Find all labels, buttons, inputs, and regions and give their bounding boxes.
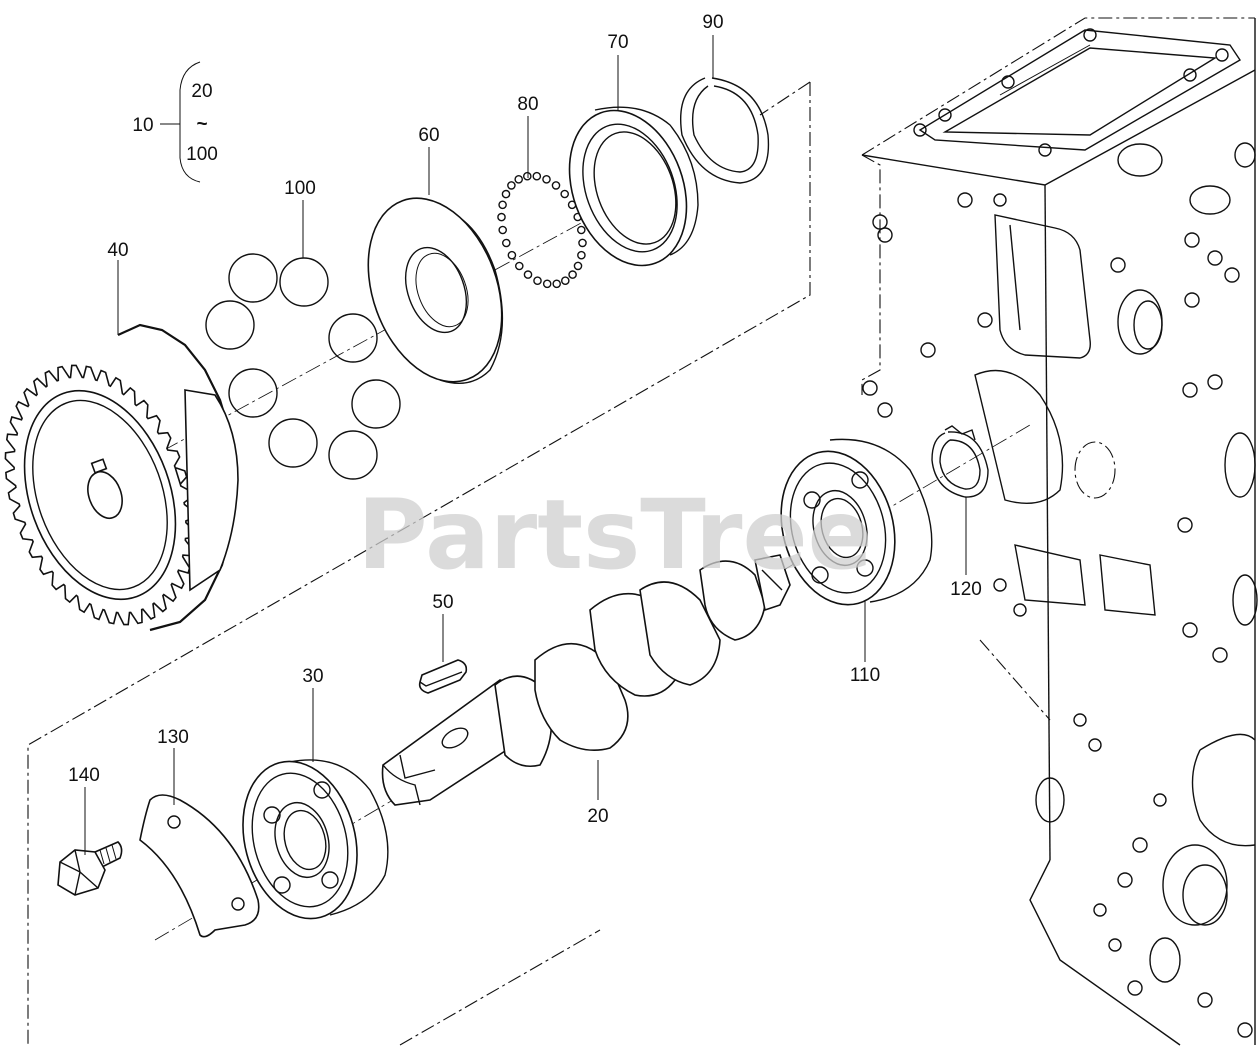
bearing-retainer <box>139 794 260 938</box>
retainer-ball <box>578 238 587 248</box>
hex-bolt <box>57 841 123 896</box>
retainer-ball <box>552 279 562 289</box>
block-holes <box>862 28 1253 1038</box>
retainer-ball <box>501 189 511 199</box>
callout-50: 50 <box>432 592 453 613</box>
retainer-ball <box>568 270 577 279</box>
retainer-ball <box>542 279 552 289</box>
helical-gear <box>4 323 239 632</box>
callout-100: 100 <box>284 178 316 199</box>
retainer-ball <box>523 171 532 181</box>
retainer-ball <box>507 250 517 260</box>
thrust-plate <box>367 197 504 384</box>
callout-110: 110 <box>850 665 880 686</box>
retainer-ball <box>577 225 586 235</box>
bracket-label-top: 20 <box>191 81 212 102</box>
callout-80: 80 <box>517 94 538 115</box>
retainer-ball <box>533 276 542 286</box>
callout-20: 20 <box>587 806 608 827</box>
retainer-ball <box>498 200 507 210</box>
callout-70: 70 <box>607 32 628 53</box>
retainer-ball <box>551 181 561 190</box>
ball-bearing-rear <box>242 759 389 920</box>
callout-90: 90 <box>702 12 723 33</box>
retainer-ball <box>501 238 511 248</box>
leader-lines <box>84 35 967 855</box>
bracket-label-main: 10 <box>132 115 153 136</box>
retainer-ball <box>515 261 524 271</box>
retainer-ball <box>497 212 506 222</box>
circlip <box>931 425 989 498</box>
callout-60: 60 <box>418 125 439 146</box>
retainer-ball <box>542 174 551 184</box>
retainer-ball <box>577 250 586 260</box>
ball-bearing-front <box>780 438 933 606</box>
woodruff-key <box>418 659 468 694</box>
engine-block <box>861 17 1258 1046</box>
bracket-label-tilde: ~ <box>196 114 207 135</box>
snap-ring <box>680 77 770 184</box>
boundary-box <box>27 82 811 1045</box>
ball-retainer <box>497 171 587 289</box>
retainer-ball <box>514 174 524 184</box>
outer-race <box>568 106 699 267</box>
camshaft <box>381 554 791 806</box>
retainer-ball <box>561 276 570 286</box>
callout-30: 30 <box>302 666 323 687</box>
callout-40: 40 <box>107 240 128 261</box>
retainer-ball <box>523 270 533 279</box>
callout-120: 120 <box>950 579 982 600</box>
watermark: PartsTree <box>357 479 872 591</box>
retainer-ball <box>507 181 516 190</box>
bearing-balls <box>205 253 401 480</box>
part-labels: 10 20 ~ 100 90 70 80 60 100 40 50 30 130… <box>68 12 982 827</box>
retainer-ball <box>573 261 583 271</box>
retainer-ball <box>532 171 542 181</box>
retainer-ball <box>498 225 508 235</box>
callout-140: 140 <box>68 765 100 786</box>
callout-130: 130 <box>157 727 189 748</box>
retainer-ball <box>560 189 570 199</box>
bracket-label-bottom: 100 <box>186 144 218 165</box>
